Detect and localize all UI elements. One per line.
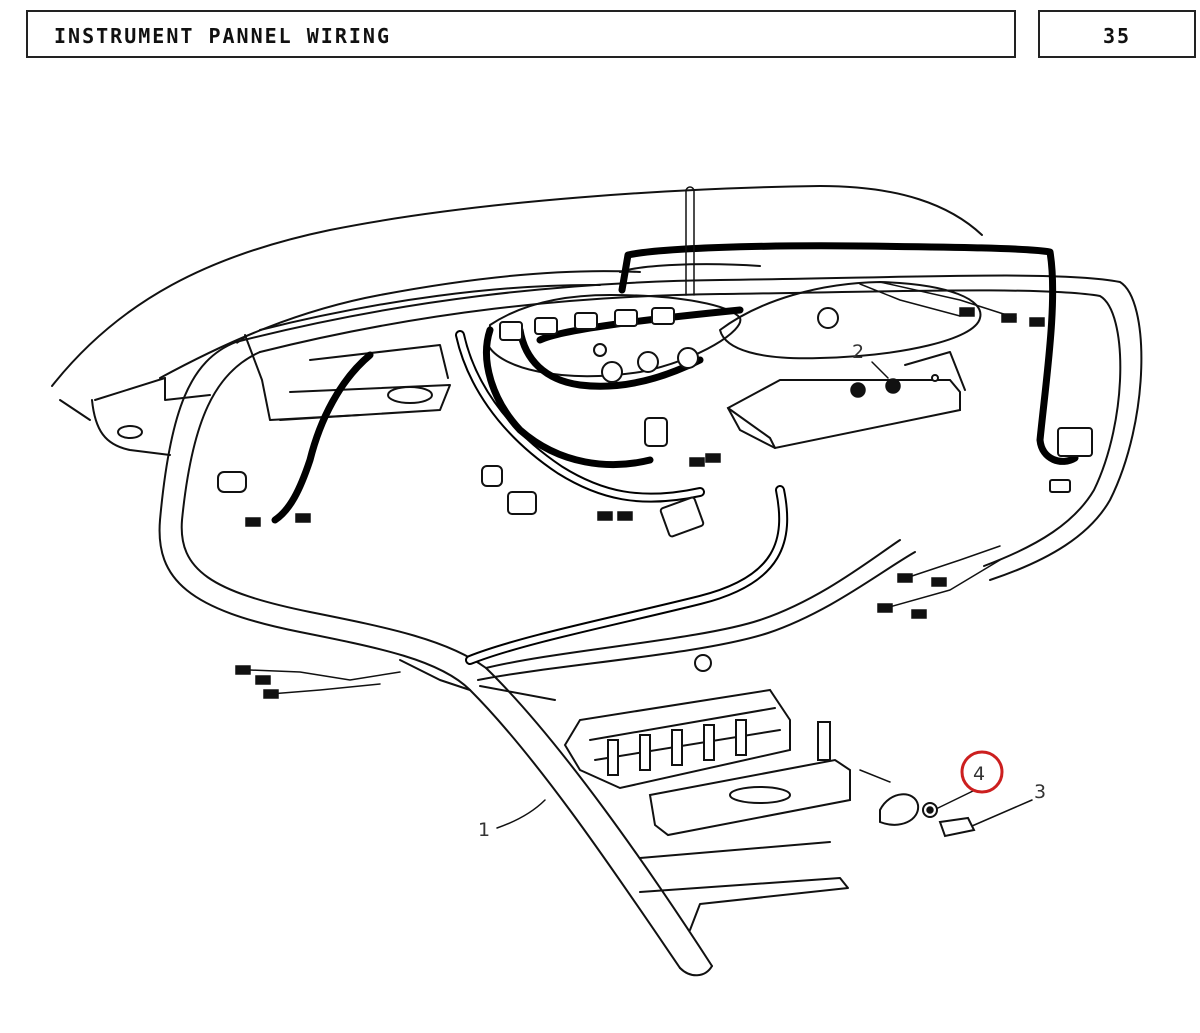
title-box: INSTRUMENT PANNEL WIRING (26, 10, 1016, 58)
connectors (217, 281, 1093, 699)
switch-bracket (726, 351, 966, 450)
page-title: INSTRUMENT PANNEL WIRING (54, 24, 391, 48)
callout-2: 2 (852, 341, 864, 363)
callout-3: 3 (1034, 781, 1046, 803)
page-number: 35 (1102, 24, 1132, 48)
wire-bundles (271, 186, 1079, 665)
page-number-box: 35 (1038, 10, 1196, 58)
instrument-pods (487, 281, 982, 378)
callout-1: 1 (478, 819, 490, 841)
fasteners (879, 793, 976, 838)
highlight-circle (960, 750, 1004, 794)
fuse-box (563, 654, 891, 859)
main-harness-tube (158, 274, 1143, 977)
leader-lines (496, 361, 1033, 829)
callout-4: 4 (973, 763, 985, 785)
